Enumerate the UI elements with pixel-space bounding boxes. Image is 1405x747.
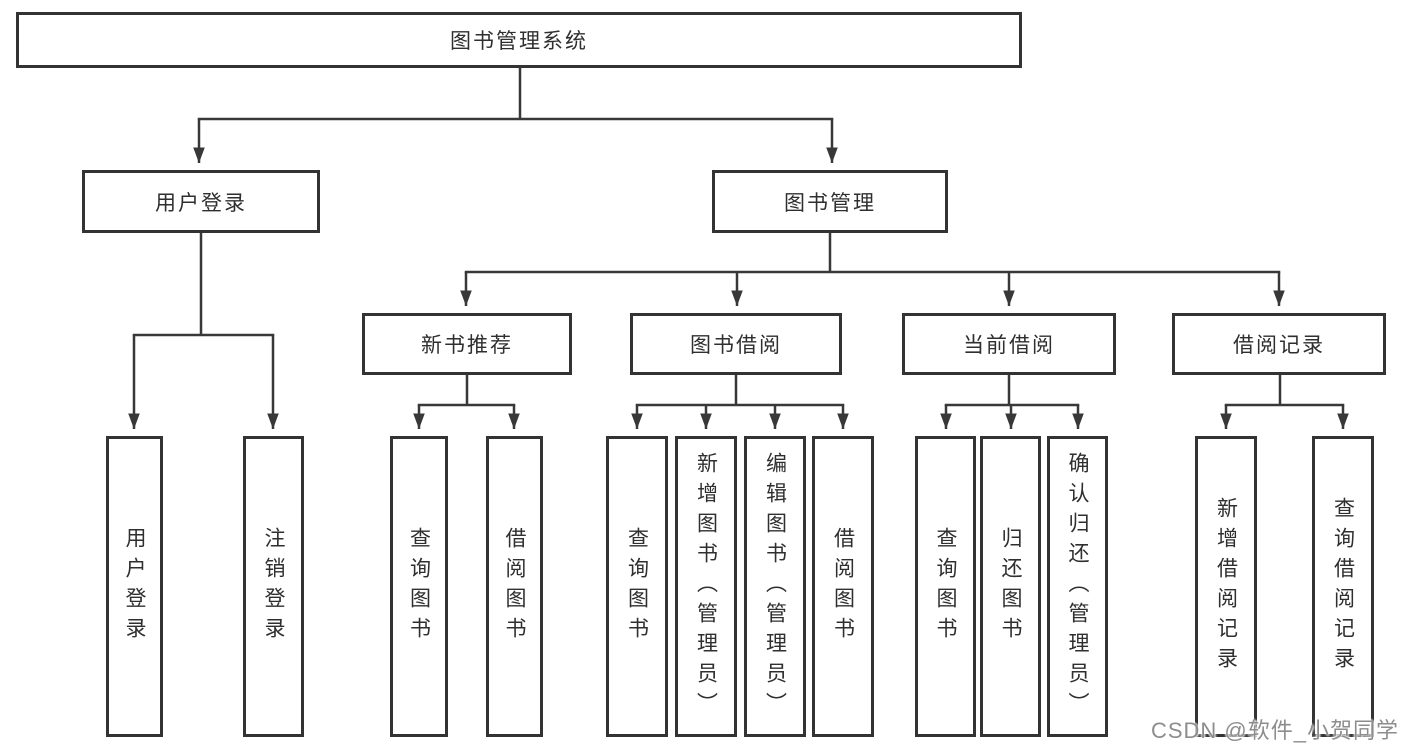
node-current-borrow: 当前借阅 — [902, 313, 1116, 375]
leaf-records-query-record: 查询借阅记录 — [1312, 436, 1374, 737]
node-borrow-records: 借阅记录 — [1172, 313, 1386, 375]
leaf-newbook-borrow-book: 借阅图书 — [486, 436, 543, 737]
node-book-borrow-label: 图书借阅 — [690, 334, 782, 357]
leaf-borrow-borrow-book-label: 借阅图书 — [831, 526, 855, 647]
leaf-newbook-query-book: 查询图书 — [390, 436, 448, 737]
node-user-login: 用户登录 — [82, 170, 320, 233]
node-user-login-label: 用户登录 — [155, 191, 247, 215]
leaf-user-login-label: 用户登录 — [123, 526, 146, 647]
leaf-current-query-book: 查询图书 — [915, 436, 976, 737]
leaf-newbook-query-book-label: 查询图书 — [407, 526, 431, 647]
leaf-user-login: 用户登录 — [106, 436, 163, 737]
leaf-records-add-record-label: 新增借阅记录 — [1214, 496, 1238, 677]
leaf-borrow-edit-book-admin: 编辑图书（管理员） — [744, 436, 806, 737]
leaf-newbook-borrow-book-label: 借阅图书 — [503, 526, 526, 647]
leaf-borrow-add-book-admin: 新增图书（管理员） — [675, 436, 737, 737]
leaf-current-query-book-label: 查询图书 — [934, 526, 957, 647]
leaf-current-confirm-return-admin: 确认归还（管理员） — [1047, 436, 1108, 737]
leaf-current-return-book: 归还图书 — [980, 436, 1041, 737]
leaf-borrow-query-book: 查询图书 — [606, 436, 668, 737]
leaf-records-query-record-label: 查询借阅记录 — [1331, 496, 1355, 677]
leaf-borrow-edit-book-admin-label: 编辑图书（管理员） — [763, 451, 787, 722]
leaf-records-add-record: 新增借阅记录 — [1195, 436, 1257, 737]
leaf-borrow-borrow-book: 借阅图书 — [812, 436, 874, 737]
node-book-management: 图书管理 — [712, 170, 948, 233]
node-root-label: 图书管理系统 — [450, 30, 588, 53]
node-root-system: 图书管理系统 — [16, 12, 1022, 68]
leaf-logout-label: 注销登录 — [262, 526, 285, 647]
csdn-watermark: CSDN @软件_小贺同学 — [1150, 718, 1399, 743]
node-borrow-records-label: 借阅记录 — [1233, 334, 1325, 357]
leaf-logout: 注销登录 — [243, 436, 304, 737]
node-new-book-recommend-label: 新书推荐 — [421, 334, 513, 357]
node-book-management-label: 图书管理 — [784, 191, 876, 215]
node-current-borrow-label: 当前借阅 — [963, 334, 1055, 357]
leaf-current-confirm-return-admin-label: 确认归还（管理员） — [1066, 451, 1089, 722]
leaf-current-return-book-label: 归还图书 — [999, 526, 1022, 647]
leaf-borrow-add-book-admin-label: 新增图书（管理员） — [694, 451, 718, 722]
leaf-borrow-query-book-label: 查询图书 — [625, 526, 649, 647]
node-new-book-recommend: 新书推荐 — [362, 313, 572, 375]
node-book-borrow: 图书借阅 — [630, 313, 842, 375]
